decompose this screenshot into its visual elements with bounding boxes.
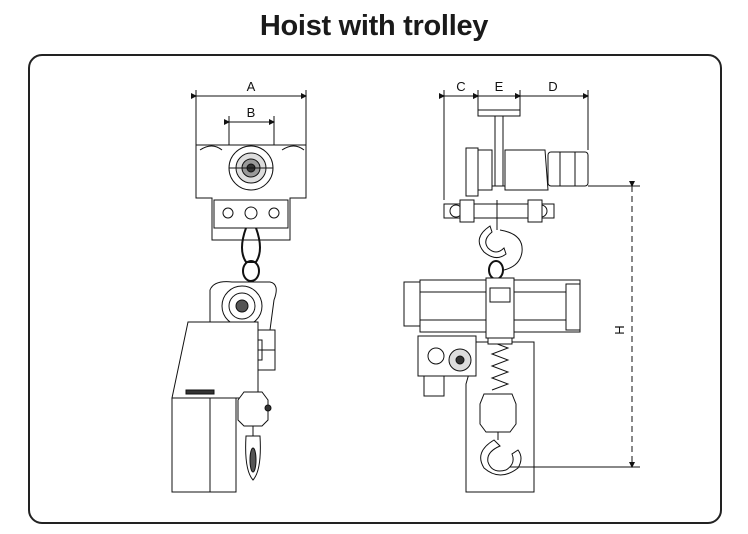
dimension-label-h: H: [612, 325, 627, 334]
dimension-label-c: C: [456, 79, 465, 94]
dimension-label-e: E: [495, 79, 504, 94]
dimension-label-a: A: [247, 79, 256, 94]
side-view: [403, 90, 640, 493]
dimension-label-b: B: [247, 105, 256, 120]
diagram-title: Hoist with trolley: [259, 10, 489, 42]
front-view: [171, 90, 307, 493]
drawing-frame: [28, 54, 722, 524]
dimension-label-d: D: [548, 79, 557, 94]
